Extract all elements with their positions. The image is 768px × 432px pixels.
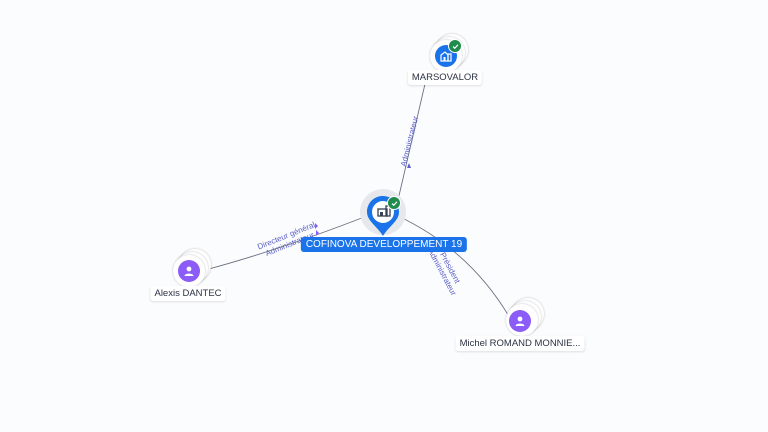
- node-label-michel[interactable]: Michel ROMAND MONNIE...: [455, 336, 585, 351]
- svg-text:Administrateur: Administrateur: [399, 115, 420, 168]
- verified-check-icon: [387, 196, 401, 210]
- person-icon: [178, 260, 200, 282]
- node-label-marsovalor[interactable]: MARSOVALOR: [407, 70, 483, 85]
- arrow-icon: [407, 163, 411, 168]
- edge-michel: [397, 215, 511, 319]
- edge-marsovalor: [397, 83, 426, 201]
- node-label-center[interactable]: COFINOVA DEVELOPPEMENT 19: [300, 237, 468, 252]
- person-icon: [509, 310, 531, 332]
- verified-check-icon: [448, 39, 462, 53]
- edge-label-marsovalor: Administrateur: [399, 115, 420, 168]
- arrow-icon: [315, 223, 318, 229]
- arrow-icon: [316, 230, 319, 236]
- edge-alexis: [204, 213, 373, 271]
- node-label-alexis[interactable]: Alexis DANTEC: [150, 286, 226, 301]
